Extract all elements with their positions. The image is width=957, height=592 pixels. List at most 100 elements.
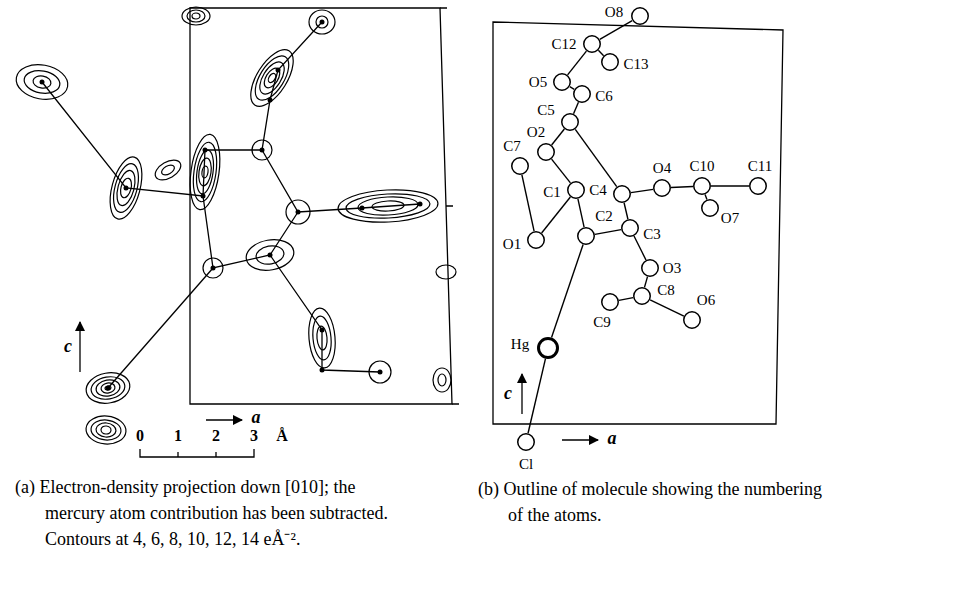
density-contours [244,236,296,274]
density-contours [84,369,133,406]
atom-label: O5 [529,74,547,91]
unit-cell-b [493,22,783,424]
unit-cell-a [190,8,452,404]
density-skeleton [270,255,380,372]
atom-outline [750,178,767,195]
density-contours [192,13,200,19]
density-contours [101,426,112,435]
density-contours [104,153,148,222]
atom-outline [567,181,585,199]
density-contours [95,378,121,398]
atom-label: C12 [551,36,576,53]
atom-outline [573,85,591,103]
atom-circle: O6 [683,311,701,329]
density-contours [13,7,456,446]
density-contours [255,244,286,267]
density-contours [187,10,205,22]
density-contours [309,10,335,34]
density-contours [261,65,283,90]
atom-label: O2 [527,124,545,141]
density-skeleton [108,268,213,388]
density-contours [152,156,184,184]
density-contours [244,236,296,274]
density-skeleton [268,98,273,103]
atom-circle: C2 [577,227,595,245]
atom-outline [518,434,535,451]
atom-outline [561,113,579,131]
bond-line [711,185,749,186]
atom-outline [511,157,529,175]
atom-outline [702,200,719,217]
bond-line [552,159,571,183]
bond-line [568,51,587,75]
density-skeleton [201,194,206,199]
density-contours [85,414,127,445]
density-contours [203,258,223,278]
atom-outline [642,260,659,277]
unit-cell-a [440,8,459,404]
density-contours [433,368,451,392]
bond-line [631,189,653,192]
atom-label: C10 [689,158,714,175]
atom-circle: C3 [621,219,639,237]
density-contours [32,75,52,90]
bond-line [570,87,575,90]
density-skeleton [106,386,111,391]
atom-outline [749,177,767,195]
bond-line [624,203,628,219]
density-skeleton [276,68,281,73]
scale-bar [140,449,254,457]
bond-line [574,102,579,113]
atom-outline [577,227,595,245]
density-skeleton [40,20,423,391]
atom-outline [683,311,701,329]
atom-circle: C1 [567,181,585,199]
density-skeleton [268,253,273,258]
atom-circle: C8 [633,287,651,305]
atom-circle: C11 [749,177,767,195]
bond-line [552,129,565,145]
density-contours [104,153,148,222]
bond-line [598,50,603,55]
density-contours [182,7,210,25]
atom-outline [621,219,639,237]
atom-outline [622,220,639,237]
bond-lines [522,21,749,434]
atom-label: C5 [537,102,555,119]
atom-label: C6 [595,88,613,105]
density-contours [152,156,184,184]
density-skeleton [378,370,383,375]
atom-outline [512,158,529,175]
bond-line [542,197,571,233]
atom-outline [601,293,619,311]
bond-line [619,298,633,301]
density-contours [95,422,116,438]
density-contours [85,414,127,445]
density-skeleton [320,20,325,25]
axis-arrows-a [79,322,80,372]
atom-label: O4 [653,160,671,177]
axis-label: a [608,429,617,447]
density-contours [84,369,133,406]
atom-outline [538,144,555,161]
density-skeleton [360,206,365,211]
density-contours [186,132,224,211]
axis-label: a [252,408,261,426]
density-contours [13,61,70,104]
density-contours [114,169,139,208]
atom-label: O8 [605,4,623,21]
atom-outline [653,179,671,197]
atom-label: C4 [589,182,607,199]
atom-outline [578,228,595,245]
scale-bar [140,449,254,457]
axis-arrows-b [521,374,522,414]
atom-outline [654,180,671,197]
bond-line [522,175,534,231]
bond-line [528,359,545,434]
atom-circle: O3 [641,259,659,277]
atom-circle: C7 [511,157,529,175]
scale-number: 1 [174,428,182,444]
atom-outline [701,199,719,217]
density-skeleton [42,22,322,196]
